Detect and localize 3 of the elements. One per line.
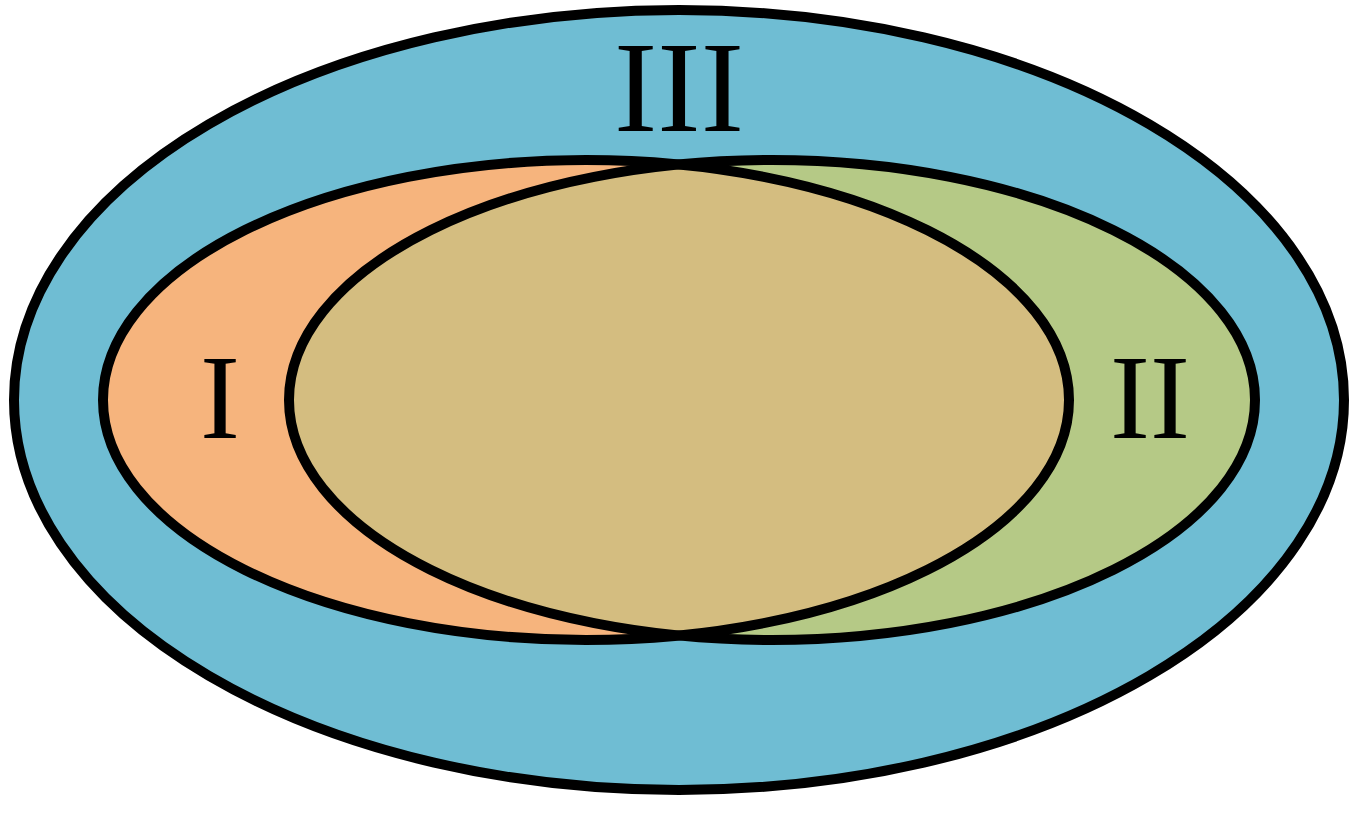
region-label: II: [1110, 338, 1190, 458]
region-label: III: [614, 22, 744, 152]
region-label: I: [200, 338, 240, 458]
